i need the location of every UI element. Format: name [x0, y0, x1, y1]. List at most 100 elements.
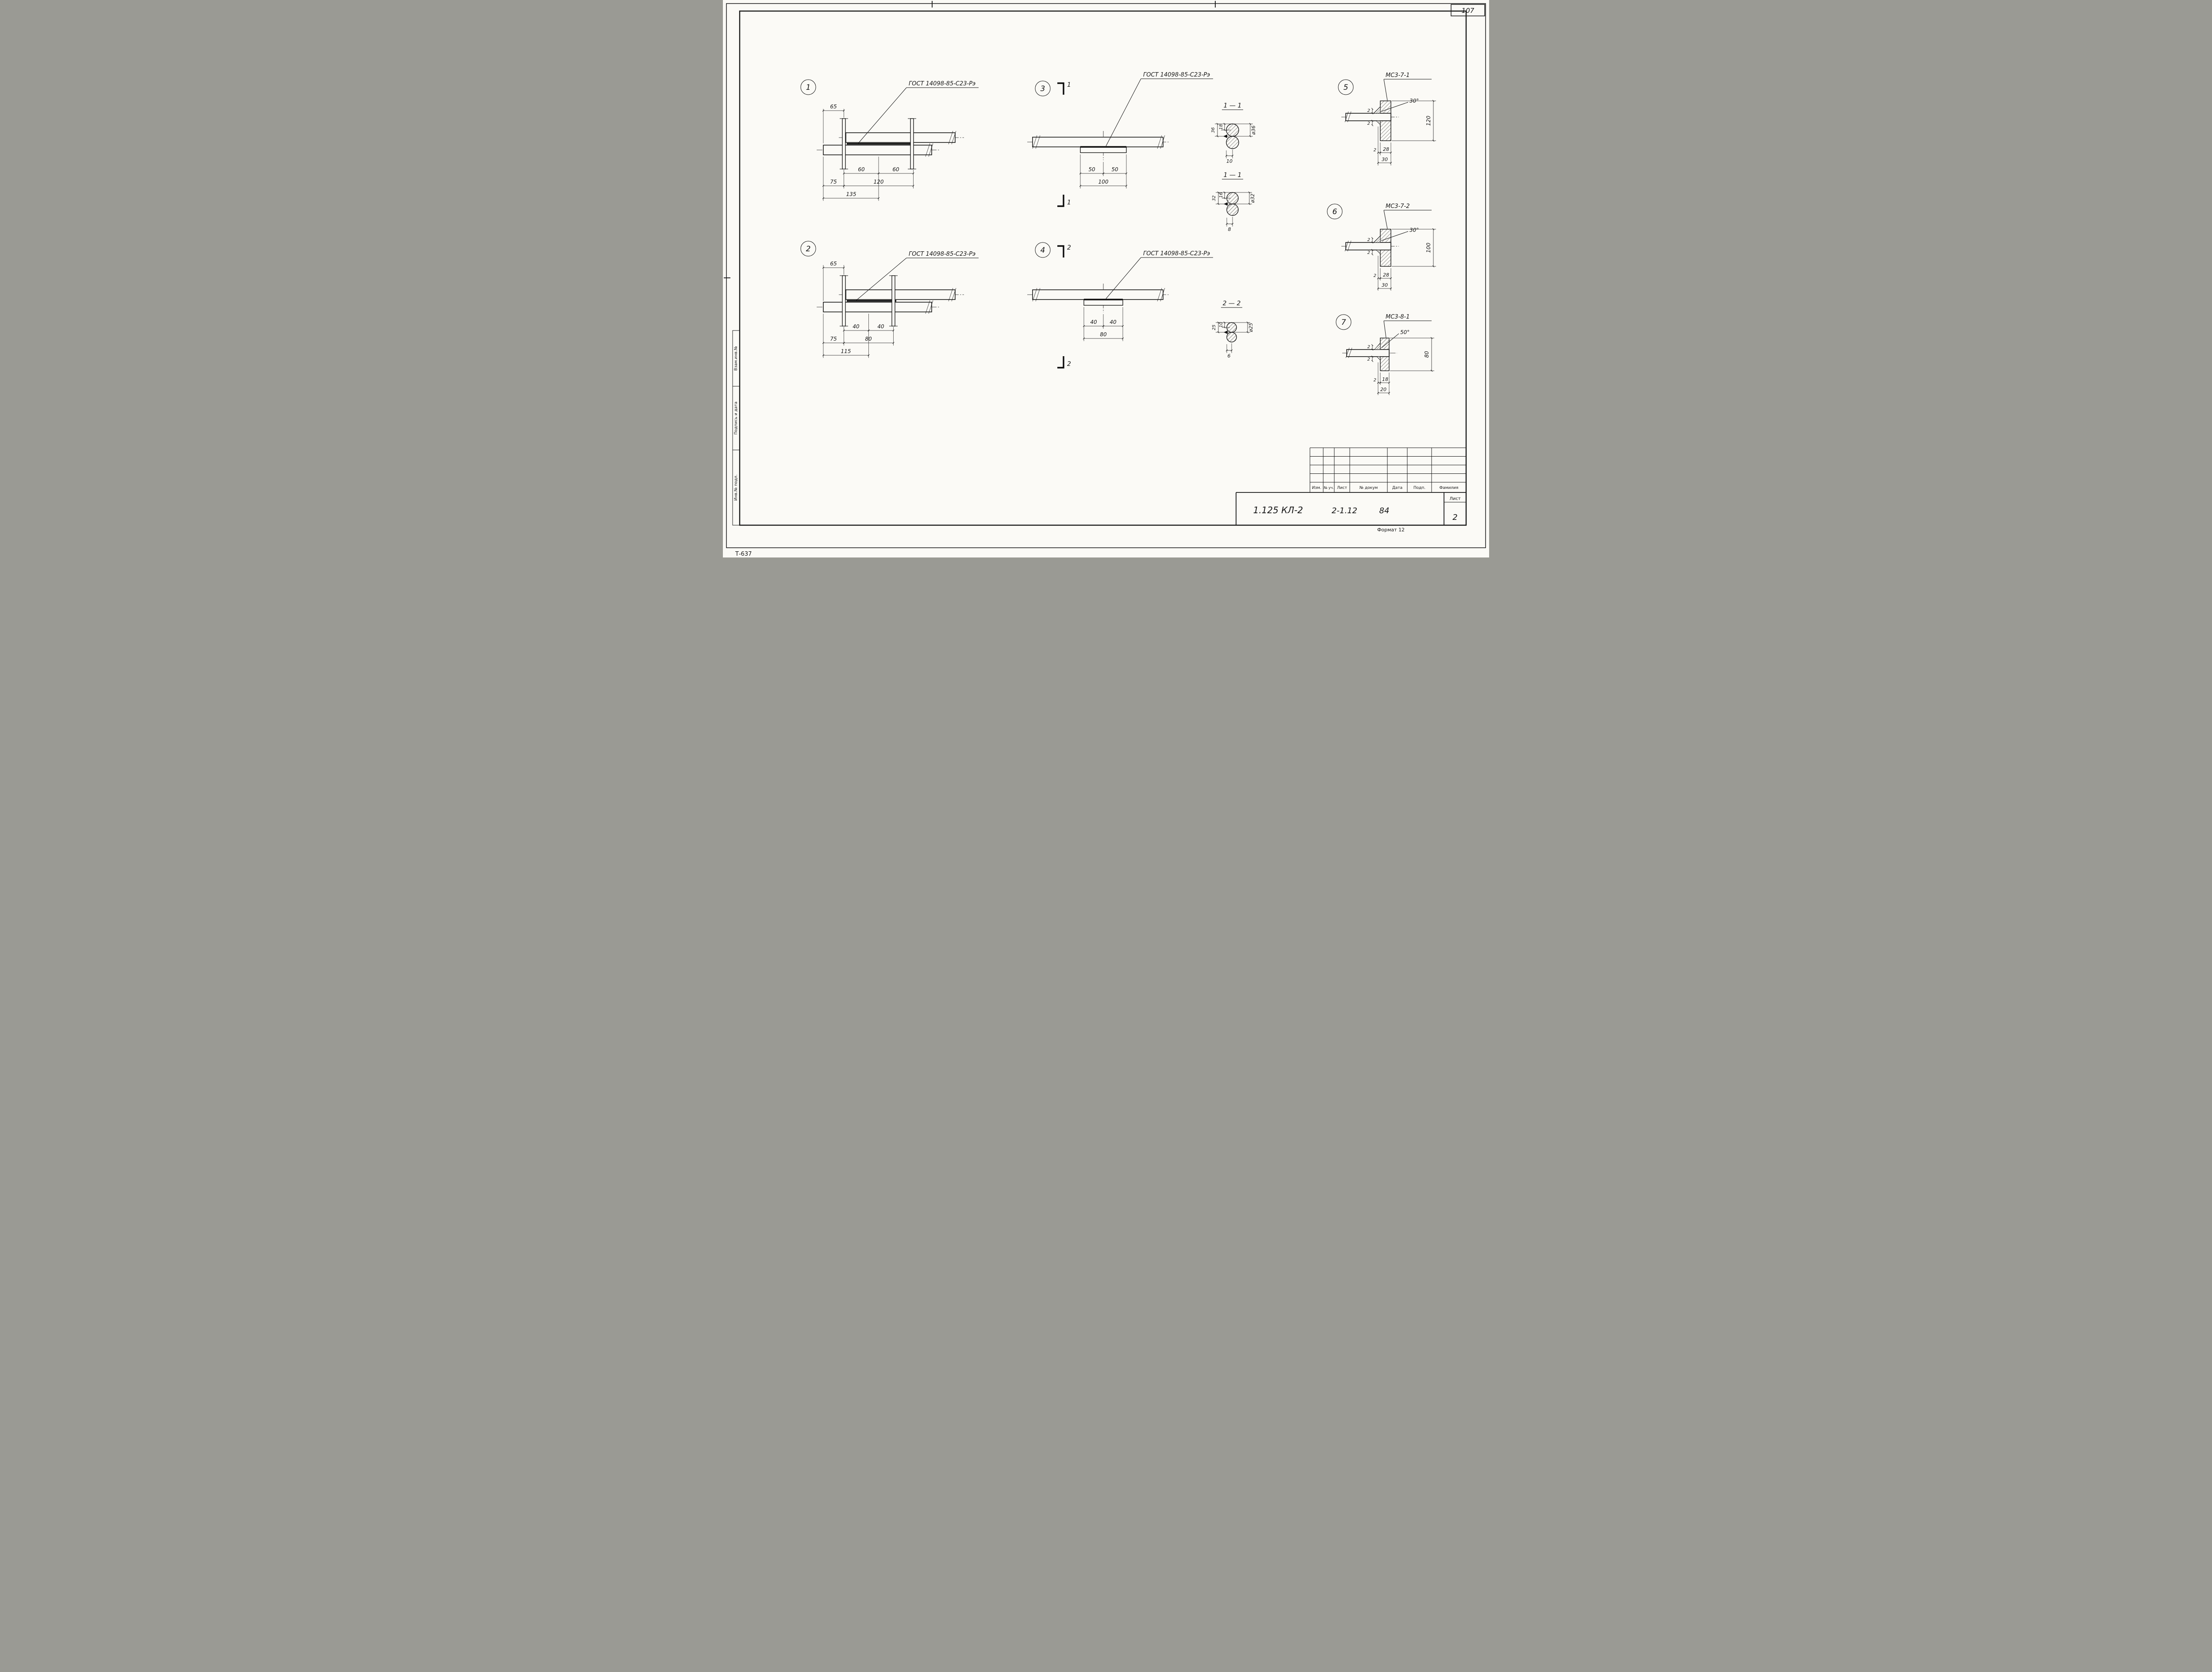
dim-80: 80 [865, 336, 872, 342]
label-callout: МС3-7-1 [1383, 72, 1432, 101]
break-marks [1344, 240, 1352, 252]
page-number-box [1451, 4, 1485, 16]
angle-callout: 50° [1381, 329, 1409, 348]
inner-border [739, 10, 1467, 526]
upper-rebar [845, 132, 956, 143]
section-1-1-a: 1 — 1 36 18 ø36 10 [1211, 102, 1256, 164]
dim-18: 18 [1219, 124, 1224, 130]
label-callout: МС3-8-1 [1383, 314, 1432, 338]
dim-60: 60 [892, 166, 899, 173]
detail-number-circle [1338, 79, 1354, 95]
gost-label: ГОСТ 14098-85-С23-Рэ [909, 81, 975, 87]
weld-size: 2 [1367, 108, 1370, 113]
weld-plate [1080, 146, 1127, 153]
gost-label: ГОСТ 14098-85-С23-Рэ [1143, 72, 1210, 78]
detail-number: 2 [806, 245, 811, 254]
weld-size: 2 [1367, 121, 1370, 126]
sheet-code: 2-1.12 [1332, 506, 1357, 515]
break-marks [1345, 347, 1352, 358]
detail-7: 7 МС3-8-1 50° 80 2 [1336, 314, 1434, 395]
joint-label: МС3-7-2 [1386, 203, 1410, 210]
rebar-section [1226, 204, 1239, 216]
weld-size: 2 [1367, 357, 1370, 362]
section-title: 2 — 2 [1223, 300, 1241, 307]
gost-callout: ГОСТ 14098-85-С23-Рэ [1106, 72, 1213, 146]
section-cut-marker-top: 2 [1057, 244, 1071, 258]
detail-number-circle [1336, 314, 1352, 330]
break-marks [1344, 111, 1352, 123]
detail-number: 6 [1333, 208, 1337, 216]
dim-28: 28 [1383, 272, 1389, 278]
label-callout: МС3-7-2 [1383, 203, 1432, 229]
dim-65: 65 [830, 104, 837, 110]
gost-callout: ГОСТ 14098-85-С23-Рэ [1106, 250, 1213, 299]
dim-65: 65 [830, 261, 837, 267]
angle-callout: 30° [1381, 227, 1419, 241]
dim-6: 6 [1228, 353, 1231, 359]
dim-50: 50 [1088, 166, 1095, 173]
corner-code: Т-637 [735, 551, 752, 557]
detail-2: 2 ГОСТ 14098-85-С23-Рэ [800, 241, 979, 358]
break-marks [1032, 288, 1165, 302]
dim-40: 40 [1110, 319, 1117, 325]
clamp-plates [840, 275, 898, 327]
stamp-cell [732, 450, 740, 526]
lower-rebar [823, 302, 932, 312]
dim-135: 135 [846, 191, 856, 197]
dim-32: 32 [1212, 196, 1217, 201]
gost-label: ГОСТ 14098-85-С23-Рэ [909, 251, 975, 258]
stamp-column: Взам.инв.№ Подпись и дата Инв.№ подл. [732, 330, 740, 526]
drawing-canvas: 107 Т-637 Формат 12 Взам.инв.№ Подпись и… [724, 1, 1486, 557]
section-mark-label: 2 [1067, 361, 1071, 368]
rebar [1346, 349, 1390, 357]
section-1-1-b: 1 — 1 32 16 ø32 8 [1212, 172, 1256, 232]
weld-size: 2 [1367, 345, 1370, 350]
dim-28: 28 [1383, 146, 1389, 152]
title-block-headers: Изм. № уч. Лист № докум Дата Подп. Фамил… [1312, 486, 1458, 490]
dim-dia36: ø36 [1251, 126, 1256, 135]
rebar [1032, 289, 1164, 300]
header-data: Дата [1392, 486, 1402, 490]
dim-40: 40 [877, 323, 884, 330]
page-number: 107 [1462, 7, 1475, 15]
dimensions: 40 40 80 [1083, 307, 1124, 341]
title-block: Изм. № уч. Лист № докум Дата Подп. Фамил… [1236, 447, 1466, 525]
dim-120: 120 [1425, 115, 1432, 126]
dim-60: 60 [858, 166, 865, 173]
header-uch: № уч. [1324, 486, 1334, 490]
weld-bevel [1374, 342, 1381, 350]
dim-10: 10 [1226, 158, 1233, 164]
dim-20: 20 [1380, 387, 1386, 392]
gost-callout: ГОСТ 14098-85-С23-Рэ [855, 251, 979, 301]
detail-number: 7 [1341, 318, 1346, 327]
dim-30: 30 [1382, 282, 1388, 288]
header-list: Лист [1337, 486, 1347, 490]
break-marks [1032, 135, 1165, 149]
detail-number-circle [1035, 242, 1051, 258]
dimensions: 65 60 60 75 120 135 [822, 104, 914, 201]
weld-plate [1083, 299, 1123, 306]
detail-number: 5 [1344, 83, 1348, 92]
sheet-label: Лист [1449, 496, 1461, 501]
dim-25: 25 [1212, 325, 1217, 331]
dim-dia32: ø32 [1250, 194, 1256, 204]
weld-bevel [1373, 235, 1381, 243]
dim-2: 2 [1374, 148, 1376, 153]
dim-30: 30 [1382, 157, 1388, 162]
gost-callout: ГОСТ 14098-85-С23-Рэ [857, 81, 979, 144]
section-2-2: 2 — 2 25 10 ø25 6 [1212, 300, 1254, 359]
stamp-label-inv: Инв.№ подл. [734, 474, 738, 500]
year-value: 84 [1379, 506, 1390, 515]
dim-8: 8 [1228, 227, 1231, 232]
dimensions: 25 10 ø25 6 [1212, 321, 1254, 359]
header-fam: Фамилия [1440, 486, 1459, 490]
section-cut-marker-bottom: 2 [1057, 356, 1071, 369]
break-marks [925, 288, 956, 314]
header-izm: Изм. [1312, 486, 1321, 490]
clamp-plates [840, 118, 916, 169]
detail-5: 5 МС3-7-1 30° 120 2 [1338, 72, 1436, 165]
rebar [1032, 137, 1164, 147]
dimensions: 120 2 28 30 2 2 [1367, 100, 1436, 165]
dimensions: 80 2 18 20 2 2 [1367, 337, 1434, 395]
detail-number: 1 [806, 83, 811, 92]
